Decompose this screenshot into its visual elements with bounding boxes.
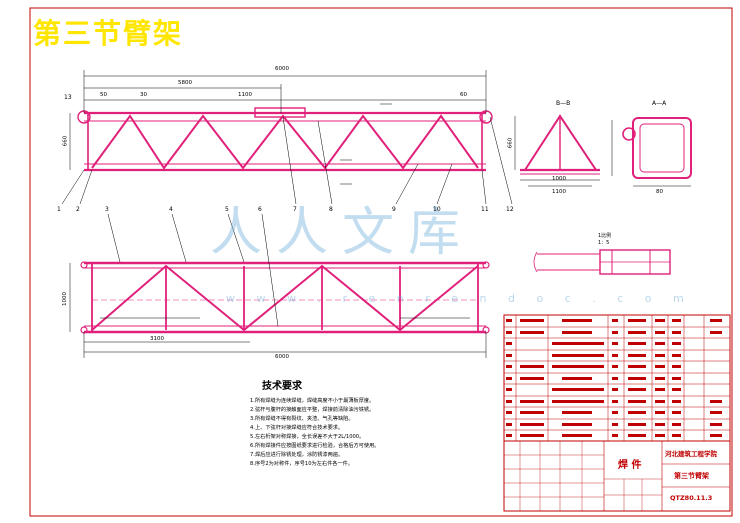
title-block xyxy=(503,440,731,512)
callout-1: 1 xyxy=(57,206,61,213)
callout-2: 2 xyxy=(76,206,80,213)
dim-top-mid: 30 xyxy=(140,92,147,98)
tech-line-3: 3.所有焊缝不得有裂纹、夹渣、气孔等缺陷。 xyxy=(250,416,354,422)
bottom-dimension-lines xyxy=(69,263,487,358)
dim-bottom-height: 1000 xyxy=(62,292,68,306)
tech-requirements-heading: 技术要求 xyxy=(262,381,302,392)
tech-line-2: 2.弦杆与腹杆的接触面应平整，焊接前清除油污铁锈。 xyxy=(250,407,375,413)
section-aa-view xyxy=(622,117,692,179)
parts-list-table xyxy=(503,314,731,442)
tech-line-8: 8.序号2为对称件，序号10为左右件各一件。 xyxy=(250,461,354,467)
tech-line-4: 4.上、下弦杆对接焊缝应符合技术要求。 xyxy=(250,425,344,431)
title-block-drawing-no: QTZ80.11.3 xyxy=(670,494,713,502)
sheet-border xyxy=(29,7,733,517)
callout-5: 5 xyxy=(225,206,229,213)
parts-list-text-marks xyxy=(506,319,722,437)
label-section-bb: B—B xyxy=(556,100,571,107)
top-dimension-lines xyxy=(69,70,487,185)
drawing-title: 第三节臂架 xyxy=(33,17,184,50)
top-web-diagonals xyxy=(91,114,479,170)
callout-6: 6 xyxy=(258,206,262,213)
detail-view xyxy=(533,249,671,275)
callout-10: 10 xyxy=(433,206,441,213)
section-bb-view xyxy=(520,114,600,175)
tech-line-7: 7.焊后应进行除锈处理，涂防锈漆两遍。 xyxy=(250,452,344,458)
section-aa-dims xyxy=(611,120,691,187)
watermark-url: w w w . r e n r e n d o c . c o m xyxy=(226,292,693,305)
dim-top-segment: 1100 xyxy=(238,92,252,98)
callout-3: 3 xyxy=(105,206,109,213)
top-splice-plate xyxy=(254,107,306,118)
title-block-drawing-name: 第三节臂架 xyxy=(674,472,709,480)
dim-top-left: 5800 xyxy=(178,80,192,86)
dim-top-overall: 6000 xyxy=(275,66,289,72)
tech-line-5: 5.左右桁架对称焊接，全长误差不大于2L/1000。 xyxy=(250,434,365,440)
bottom-web-diagonals xyxy=(91,264,479,332)
dim-bottom-overall: 6000 xyxy=(275,354,289,360)
callout-13: 13 xyxy=(64,94,72,101)
label-section-aa: A—A xyxy=(652,100,667,107)
dim-box-width: 80 xyxy=(656,189,663,195)
dim-top-end-right: 60 xyxy=(460,92,467,98)
top-truss-view xyxy=(77,107,493,172)
callout-9: 9 xyxy=(392,206,396,213)
callout-7: 7 xyxy=(293,206,297,213)
callout-8: 8 xyxy=(329,206,333,213)
tech-line-1: 1.所有焊缝为连续焊缝，焊缝高度不小于最薄板厚度。 xyxy=(250,398,375,404)
callout-4: 4 xyxy=(169,206,173,213)
label-detail: 1比例 1：5 xyxy=(598,233,612,246)
watermark-text: 人人文库 xyxy=(210,203,475,263)
callout-leaders xyxy=(61,116,513,327)
dim-section-inner: 1000 xyxy=(552,176,566,182)
bottom-truss-view xyxy=(80,261,490,334)
dim-top-end-left: 50 xyxy=(100,92,107,98)
dim-section-height: 660 xyxy=(507,137,514,149)
title-block-school: 河北建筑工程学院 xyxy=(665,450,717,458)
tech-line-6: 6.所有焊接件应按图纸要求进行检验，合格后方可使用。 xyxy=(250,443,380,449)
dim-bottom-left: 3100 xyxy=(150,336,164,342)
section-bb-dims xyxy=(514,116,600,187)
title-block-part-type: 焊 件 xyxy=(618,460,642,471)
dim-top-height: 660 xyxy=(62,135,69,147)
callout-12: 12 xyxy=(506,206,514,213)
callout-11: 11 xyxy=(481,206,489,213)
dim-section-width: 1100 xyxy=(552,189,566,195)
